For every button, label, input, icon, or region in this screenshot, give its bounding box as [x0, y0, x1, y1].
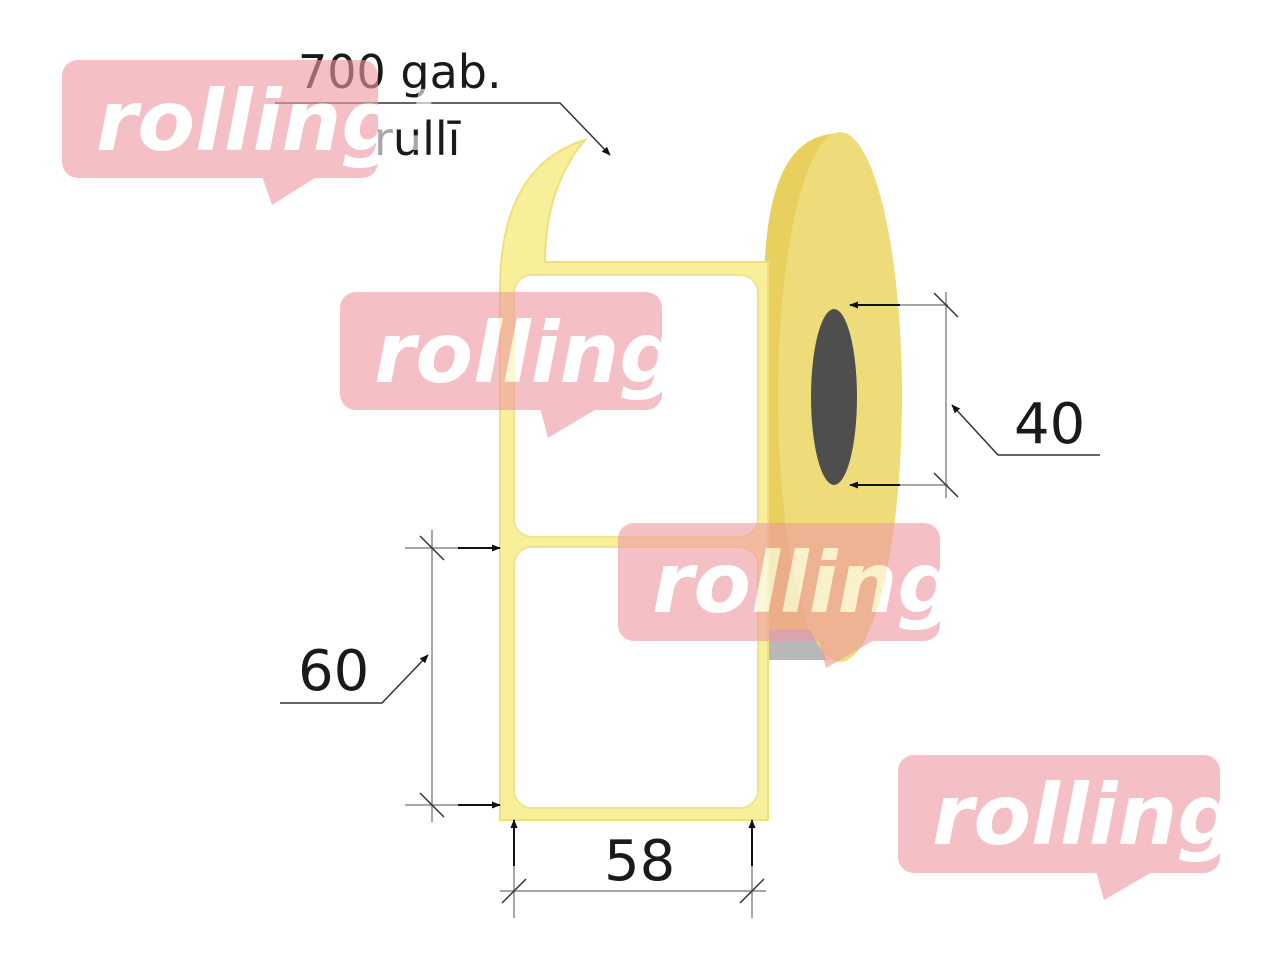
core-diameter-value: 40	[1014, 392, 1085, 457]
label-height-value: 60	[298, 639, 369, 704]
leader-line	[280, 654, 429, 704]
tick-mark	[933, 472, 959, 498]
tick-mark	[933, 292, 959, 318]
speech-bubble-logo-icon: rolling!	[898, 755, 1276, 900]
watermark-logo: rolling!	[340, 292, 718, 438]
watermark-logo: rolling!	[898, 755, 1276, 900]
tick-mark	[501, 878, 527, 904]
speech-bubble-logo-icon: rolling!	[62, 60, 440, 205]
tick-mark	[739, 878, 765, 904]
label-height-dimension: 60	[280, 530, 501, 822]
speech-bubble-logo-icon: rolling!	[618, 523, 996, 668]
leader-line	[951, 404, 1100, 456]
label-width-value: 58	[604, 829, 675, 894]
watermark-logo: rolling!	[618, 523, 996, 668]
speech-bubble-logo-icon: rolling!	[340, 292, 718, 438]
label-strip	[499, 138, 769, 821]
watermark-text: rolling!	[652, 534, 996, 632]
tick-mark	[419, 535, 445, 561]
watermark-logo: rolling!	[62, 60, 440, 205]
core-diameter-dimension: 40	[849, 292, 1100, 498]
label-width-dimension: 58	[500, 819, 766, 918]
watermark-text: rolling!	[932, 766, 1276, 864]
watermark-text: rolling!	[96, 72, 440, 170]
quantity-unit: rullī	[374, 112, 462, 166]
tick-mark	[419, 792, 445, 818]
core-hole	[811, 309, 857, 485]
watermark-text: rolling!	[374, 304, 718, 402]
